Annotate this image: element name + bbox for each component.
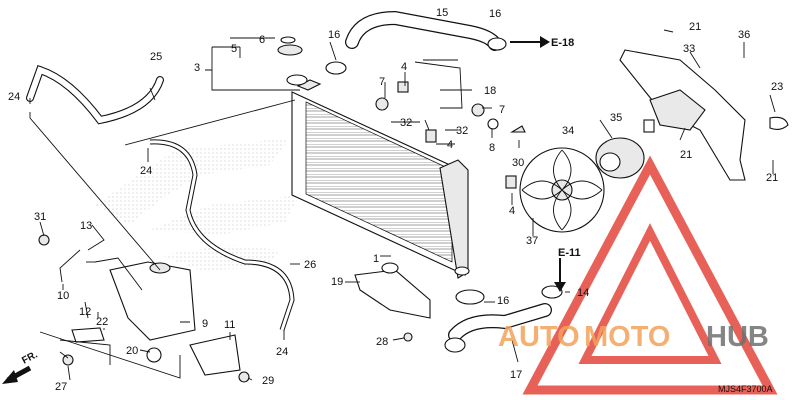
front-arrow-icon <box>2 370 18 384</box>
fan-motor <box>595 119 655 179</box>
callout-16-upper-right: 16 <box>489 8 501 20</box>
arrow-down-icon <box>554 282 566 292</box>
callout-28: 28 <box>376 336 388 348</box>
callout-33: 33 <box>683 43 695 55</box>
svg-text:AUTO: AUTO <box>498 321 580 353</box>
callout-10: 10 <box>57 290 69 302</box>
fan-shroud <box>619 49 789 181</box>
callout-29: 29 <box>262 375 274 387</box>
reserve-tank <box>59 249 196 341</box>
wing-watermark <box>95 138 300 270</box>
callout-13: 13 <box>80 220 92 232</box>
front-direction-label: FR. <box>20 349 40 366</box>
callout-31: 31 <box>34 211 46 223</box>
callout-21-top: 21 <box>689 21 701 33</box>
radiator <box>291 79 470 279</box>
callout-6: 6 <box>259 34 265 46</box>
small-parts <box>38 61 563 383</box>
callout-36: 36 <box>738 29 750 41</box>
callout-21-mid: 21 <box>680 149 692 161</box>
callout-37: 37 <box>526 235 538 247</box>
callout-19: 19 <box>331 276 343 288</box>
callout-16-lower: 16 <box>497 295 509 307</box>
leader-lines <box>29 29 776 381</box>
callout-32-left: 32 <box>400 117 412 129</box>
diagram-code: MJS4F3700A <box>718 384 773 394</box>
svg-text:HUB: HUB <box>706 321 769 353</box>
callout-11: 11 <box>224 319 235 331</box>
callout-23: 23 <box>771 81 783 93</box>
callout-24-left: 24 <box>8 91 20 103</box>
callout-27: 27 <box>55 381 67 393</box>
callout-32-right: 32 <box>456 125 468 137</box>
callout-1: 1 <box>373 253 379 265</box>
callout-17: 17 <box>510 369 522 381</box>
ref-arrows <box>2 36 566 384</box>
callout-12: 12 <box>79 306 91 318</box>
callout-18: 18 <box>484 85 496 97</box>
callout-25: 25 <box>150 51 162 63</box>
ref-e11: E-11 <box>558 247 581 259</box>
svg-text:MOTO: MOTO <box>584 321 670 353</box>
triangle-logo-watermark <box>522 155 778 395</box>
cooling-fan <box>519 147 605 233</box>
callout-4-mid: 4 <box>447 139 453 151</box>
callout-22: 22 <box>96 316 108 328</box>
upper-hose <box>325 10 507 75</box>
callout-labels: 1 3 4 4 4 5 6 7 7 8 9 10 11 12 13 14 15 … <box>8 7 783 393</box>
callout-4-lower: 4 <box>509 205 515 217</box>
callout-16-upper-left: 16 <box>328 29 340 41</box>
callout-35: 35 <box>610 112 622 124</box>
callout-8: 8 <box>489 142 495 154</box>
radiator-cap <box>277 36 308 86</box>
callout-24-lower: 24 <box>276 346 288 358</box>
callout-9: 9 <box>202 318 208 330</box>
callout-20: 20 <box>126 345 138 357</box>
siphon-hose <box>149 139 295 331</box>
callout-24-mid: 24 <box>140 165 152 177</box>
callout-30: 30 <box>512 157 524 169</box>
callout-7-right: 7 <box>499 104 505 116</box>
callout-5: 5 <box>231 43 237 55</box>
arrow-right-icon <box>540 36 550 48</box>
automotohub-watermark: AUTO MOTO HUB <box>498 321 769 353</box>
callout-4-upper: 4 <box>401 61 407 73</box>
callout-7-left: 7 <box>379 76 385 88</box>
ref-e18: E-18 <box>551 37 574 49</box>
callout-14: 14 <box>577 287 589 299</box>
callout-26: 26 <box>304 259 316 271</box>
callout-34: 34 <box>562 125 574 137</box>
callout-15: 15 <box>436 7 448 19</box>
callout-3: 3 <box>194 62 200 74</box>
overflow-hose <box>26 64 164 125</box>
callout-21-right: 21 <box>766 172 778 184</box>
